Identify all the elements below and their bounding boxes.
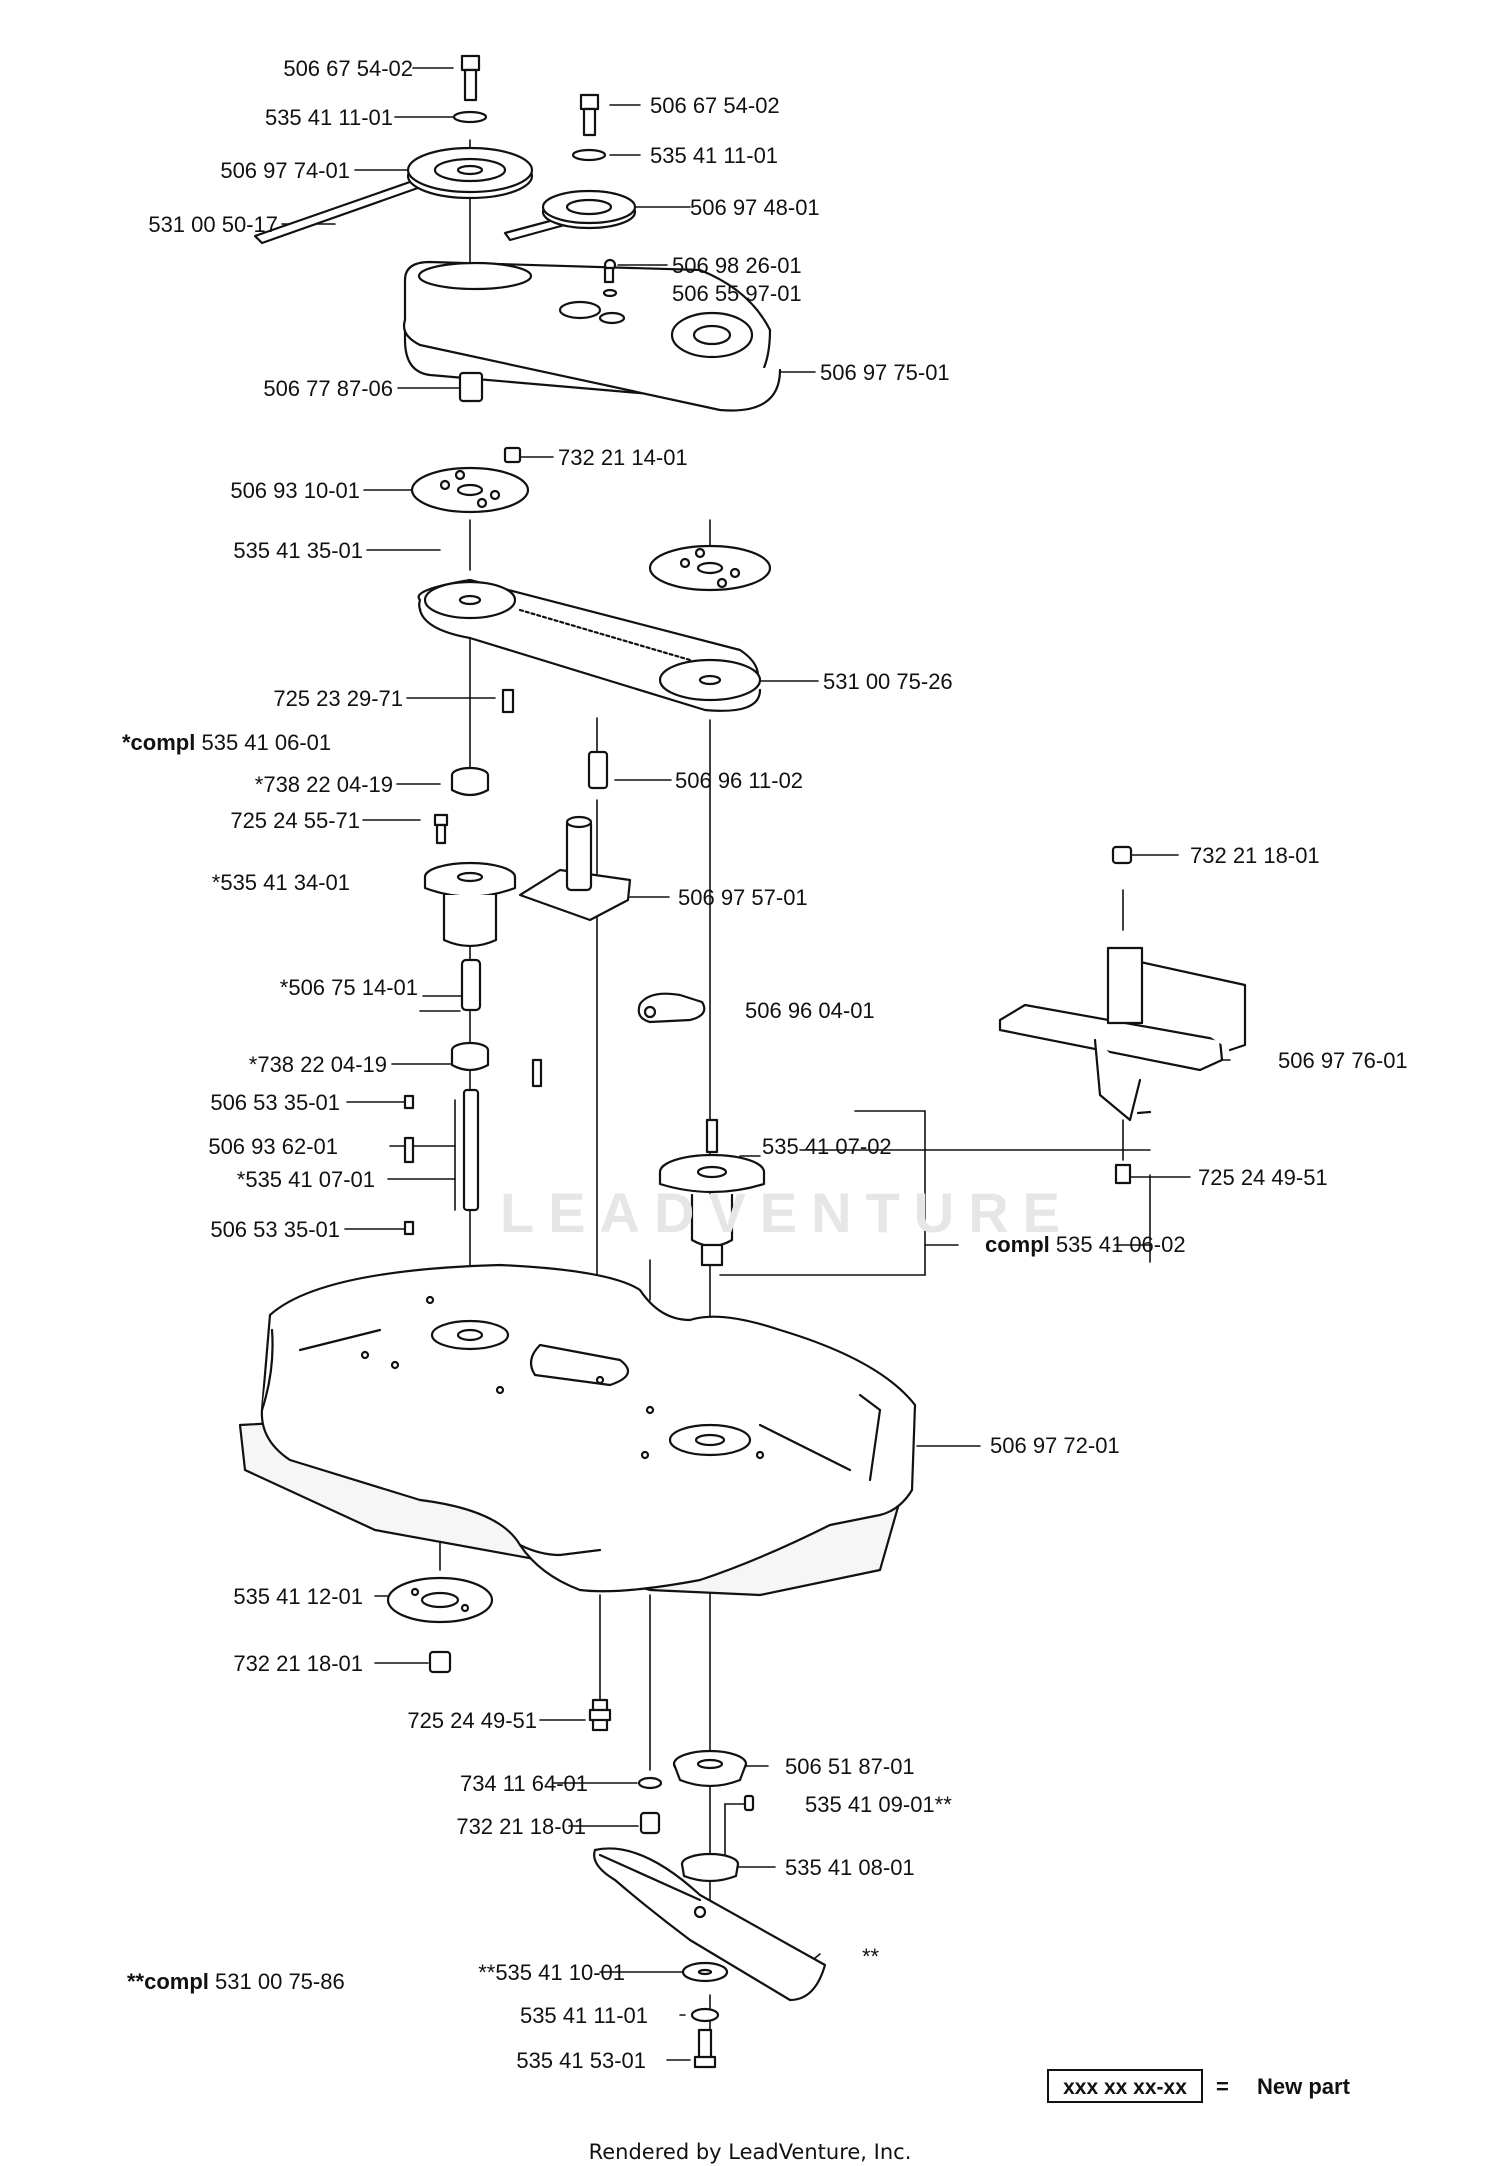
part-label[interactable]: 725 24 55-71 [230, 808, 360, 833]
part-label[interactable]: 531 00 75-26 [823, 669, 953, 694]
part-label[interactable]: 535 41 11-01 [519, 2003, 648, 2028]
kit-number: 535 41 06-01 [201, 730, 332, 755]
spacer [458, 371, 484, 403]
bolt-725-24-49-right [1114, 1163, 1132, 1185]
part-label[interactable]: 535 41 09-01** [805, 1792, 952, 1817]
part-label[interactable]: 506 53 35-01 [210, 1090, 340, 1115]
footer-credit: Rendered by LeadVenture, Inc. [588, 2140, 912, 2164]
part-label[interactable]: 725 24 49-51 [1198, 1165, 1328, 1190]
part-label[interactable]: 506 77 87-06 [263, 376, 393, 401]
hub-535-41-08 [680, 1852, 740, 1883]
hub-plate-left [410, 466, 530, 514]
part-label[interactable]: ** [862, 1944, 880, 1969]
kit-number: 535 41 06-02 [1055, 1232, 1186, 1257]
part-label[interactable]: 506 97 75-01 [820, 360, 950, 385]
part-label[interactable]: 531 00 50-17 [148, 212, 278, 237]
blade [593, 1847, 827, 2002]
part-label[interactable]: 506 97 72-01 [990, 1433, 1120, 1458]
part-label[interactable]: 535 41 08-01 [785, 1855, 915, 1880]
part-label[interactable]: 506 67 54-02 [650, 93, 780, 118]
pulley-small [541, 189, 637, 230]
part-label[interactable]: *738 22 04-19 [248, 1052, 387, 1077]
kit-prefix: **compl [127, 1969, 209, 1994]
washer-734-11-64 [637, 1776, 663, 1790]
bolt-725-24-55 [433, 813, 449, 845]
nut-732-21-14 [503, 446, 522, 464]
kit-number: 531 00 75-86 [215, 1969, 345, 1994]
part-label[interactable]: 732 21 14-01 [558, 445, 688, 470]
kit-label-1[interactable]: *compl 535 41 06-01 [122, 730, 331, 756]
bearing-bottom [450, 1041, 490, 1072]
part-label[interactable]: **535 41 10-01 [478, 1960, 625, 1985]
hub-plate-right [648, 544, 772, 592]
spindle-housing-right [658, 1118, 766, 1267]
bolt-535-41-53 [693, 2028, 717, 2069]
spacer-506-96-11 [587, 750, 609, 790]
spindle-housing-left [423, 861, 517, 948]
part-label[interactable]: 506 97 76-01 [1278, 1048, 1408, 1073]
part-label[interactable]: 506 98 26-01 [672, 253, 802, 278]
part-label[interactable]: 506 51 87-01 [785, 1754, 915, 1779]
kit-label-2[interactable]: compl 535 41 06-02 [985, 1232, 1186, 1258]
pin-535-41-09 [743, 1794, 755, 1812]
part-label[interactable]: 506 96 11-02 [675, 768, 804, 793]
legend-box: xxx xx xx-xx [1047, 2069, 1203, 2103]
shaft-535-41-07-01 [462, 1088, 480, 1212]
spacer-506-75-14 [460, 958, 482, 1012]
part-label[interactable]: 725 23 29-71 [273, 686, 403, 711]
part-label[interactable]: 732 21 18-01 [233, 1651, 363, 1676]
part-label[interactable]: *535 41 34-01 [211, 870, 350, 895]
cutting-deck [238, 1263, 917, 1597]
timing-belt [417, 578, 762, 712]
part-label[interactable]: 535 41 11-01 [264, 105, 393, 130]
part-label[interactable]: 725 24 49-51 [407, 1708, 537, 1733]
lever-506-96-04 [637, 992, 706, 1024]
part-label[interactable]: 506 67 54-02 [283, 56, 413, 81]
bolt-725-24-49-bottom [588, 1698, 612, 1732]
part-label[interactable]: 506 96 04-01 [745, 998, 875, 1023]
part-label[interactable]: 535 41 53-01 [516, 2048, 646, 2073]
legend-text: New part [1257, 2074, 1350, 2099]
part-label[interactable]: *506 75 14-01 [279, 975, 418, 1000]
part-label[interactable]: 535 41 07-02 [762, 1134, 892, 1159]
nut-732-21-18-bottom [639, 1811, 661, 1835]
nut-732-21-18-left [428, 1650, 452, 1674]
part-label[interactable]: *738 22 04-19 [254, 772, 393, 797]
part-label[interactable]: 506 53 35-01 [210, 1217, 340, 1242]
bearing-top [450, 766, 490, 797]
idler-bracket [518, 815, 632, 922]
part-label[interactable]: 506 55 97-01 [672, 281, 802, 306]
belt-cover [402, 258, 782, 412]
part-label[interactable]: 506 97 48-01 [690, 195, 820, 220]
kit-prefix: compl [985, 1232, 1050, 1257]
kit-prefix: *compl [122, 730, 196, 755]
part-label[interactable]: 506 97 74-01 [220, 158, 350, 183]
part-label[interactable]: 535 41 11-01 [650, 143, 779, 168]
keys [403, 1058, 543, 1236]
part-label[interactable]: 535 41 35-01 [233, 538, 363, 563]
deck-bracket [998, 946, 1247, 1122]
part-label[interactable]: 734 11 64-01 [459, 1771, 588, 1796]
part-label[interactable]: 506 93 62-01 [208, 1134, 338, 1159]
bolt-top-1 [452, 54, 488, 124]
plate-535-41-12 [386, 1576, 494, 1624]
bolt-725-23-29 [501, 688, 515, 714]
part-label[interactable]: 506 93 10-01 [230, 478, 360, 503]
part-label[interactable]: *535 41 07-01 [236, 1167, 375, 1192]
watermark: LEADVENTURE [500, 1181, 1075, 1244]
part-label[interactable]: 732 21 18-01 [456, 1814, 586, 1839]
part-label[interactable]: 732 21 18-01 [1190, 843, 1320, 868]
washer-535-41-11-bottom [690, 2007, 720, 2023]
part-label[interactable]: 535 41 12-01 [233, 1584, 363, 1609]
kit-label-3[interactable]: **compl 531 00 75-86 [127, 1969, 345, 1995]
cup-506-51-87 [672, 1749, 748, 1788]
legend-equals: = [1216, 2074, 1229, 2099]
washer-535-41-10 [681, 1961, 729, 1983]
bolt-top-2 [571, 93, 607, 162]
axis-lines [439, 139, 1124, 2041]
part-label[interactable]: 506 97 57-01 [678, 885, 808, 910]
nut-732-21-18-top [1111, 845, 1133, 865]
